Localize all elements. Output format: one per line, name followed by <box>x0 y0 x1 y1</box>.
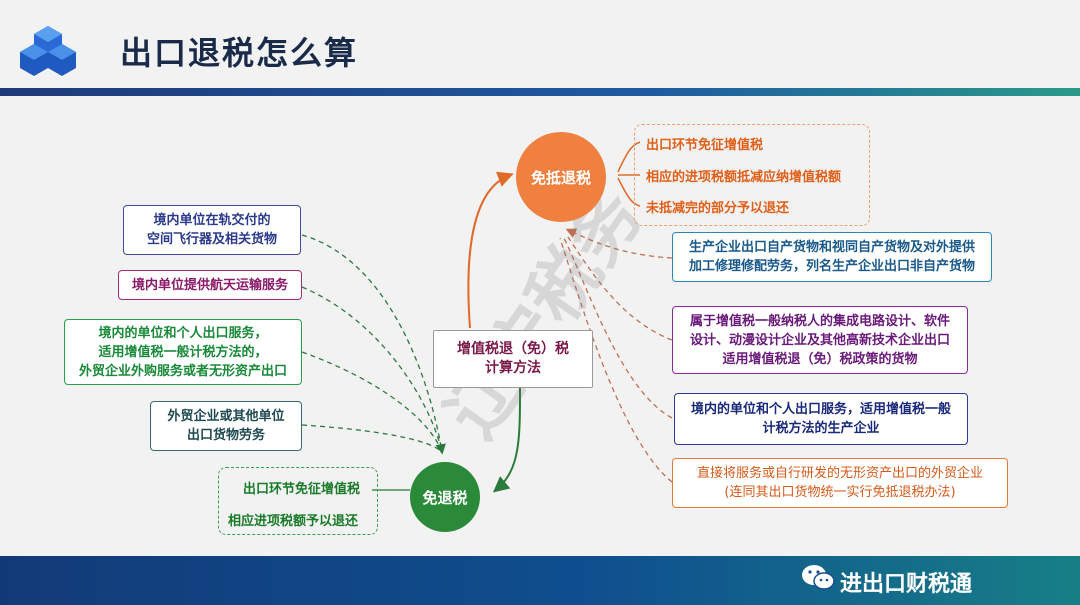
header-band <box>0 88 1080 96</box>
wechat-icon <box>802 565 835 590</box>
header: 出口退税怎么算 <box>0 0 1080 92</box>
mdt-item: 出口环节免征增值税 <box>646 138 764 153</box>
mdt-source-intangible-assets: 直接将服务或自行研发的无形资产出口的外贸企业(连同其出口货物统一实行免抵退税办法… <box>672 458 1008 508</box>
cube-logo-icon <box>20 26 76 76</box>
page-title: 出口退税怎么算 <box>120 34 359 72</box>
mtt-source-space-transport: 境内单位提供航天运输服务 <box>118 270 302 300</box>
mtt-circle: 免退税 <box>410 462 480 532</box>
mdt-item-list <box>634 124 870 226</box>
mtt-source-spacecraft: 境内单位在轨交付的空间飞行器及相关货物 <box>123 205 301 255</box>
mdt-source-production-goods: 生产企业出口自产货物和视同自产货物及对外提供加工修理修配劳务，列名生产企业出口非… <box>672 232 992 282</box>
calculation-method-box: 增值税退（免）税计算方法 <box>433 330 593 388</box>
mdt-item: 相应的进项税额抵减应纳增值税额 <box>646 170 842 185</box>
mtt-item: 相应进项税额予以退还 <box>228 514 359 529</box>
mdt-source-high-tech: 属于增值税一般纳税人的集成电路设计、软件设计、动漫设计企业及其他高新技术企业出口… <box>672 306 968 374</box>
mtt-source-services: 境内的单位和个人出口服务，适用增值税一般计税方法的，外贸企业外购服务或者无形资产… <box>64 319 302 385</box>
footer-band <box>0 556 1080 605</box>
mtt-item: 出口环节免征增值税 <box>243 482 361 497</box>
mdt-source-production-services: 境内的单位和个人出口服务，适用增值税一般计税方法的生产企业 <box>674 393 968 445</box>
mtt-source-trade-goods: 外贸企业或其他单位出口货物劳务 <box>150 401 302 451</box>
mdt-item: 未抵减完的部分予以退还 <box>646 201 790 216</box>
mtt-item-list <box>218 467 378 535</box>
account-name: 进出口财税通 <box>840 572 973 597</box>
mdt-circle: 免抵退税 <box>516 132 606 222</box>
